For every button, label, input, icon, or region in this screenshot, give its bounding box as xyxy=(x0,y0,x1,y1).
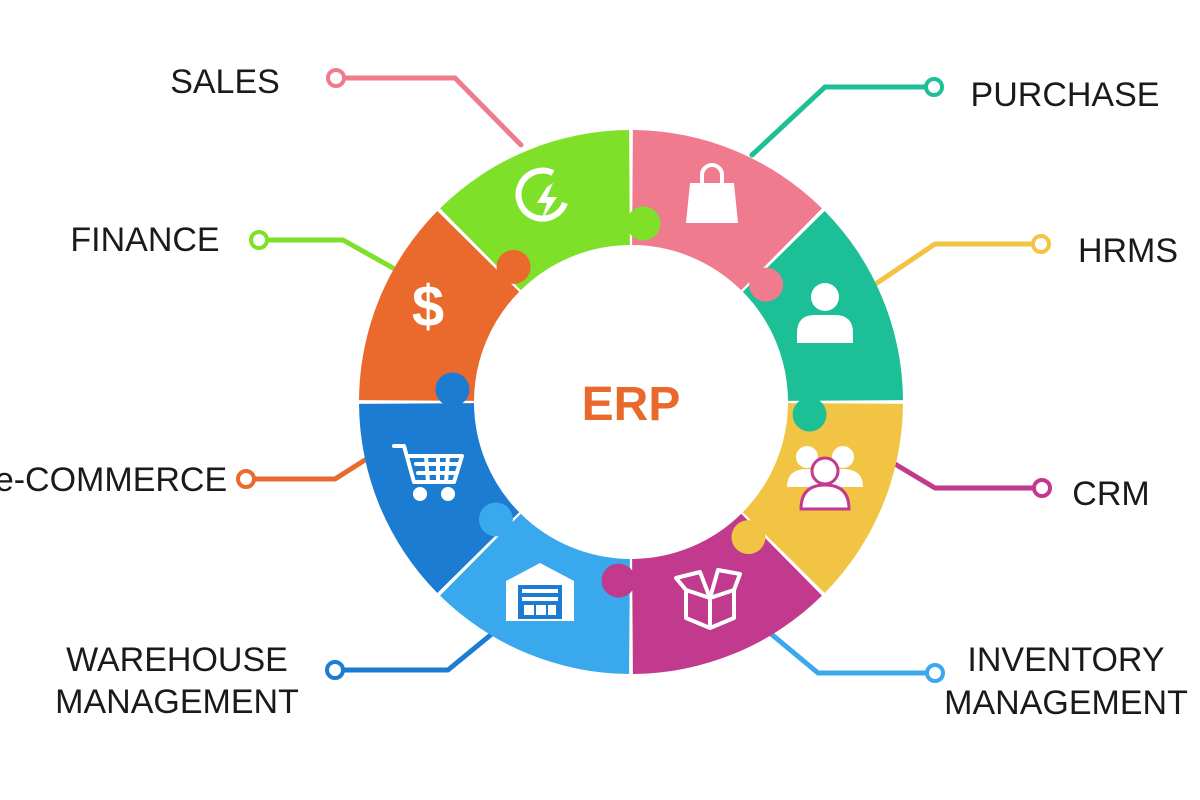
label-inventory-line2: MANAGEMENT xyxy=(944,684,1188,722)
connector-dot-ecommerce xyxy=(236,469,256,489)
connector-warehouse xyxy=(325,630,496,680)
label-ecommerce: e-COMMERCE xyxy=(0,461,227,499)
connector-sales xyxy=(326,68,524,148)
shopping-cart-icon xyxy=(392,444,464,501)
center-title: ERP xyxy=(582,378,681,431)
connectors xyxy=(236,68,1052,683)
segment-finance xyxy=(440,130,630,291)
connector-dot-finance xyxy=(249,230,269,250)
connector-line-finance xyxy=(263,237,396,271)
user-icon xyxy=(797,283,853,343)
puzzle-tab-finance xyxy=(626,206,661,241)
lightning-g-icon xyxy=(515,167,568,222)
label-warehouse-line2: MANAGEMENT xyxy=(55,683,299,721)
connector-purchase xyxy=(749,77,944,158)
connector-crm xyxy=(892,461,1052,498)
label-crm: CRM xyxy=(1072,475,1149,513)
puzzle-tab-warehouse xyxy=(435,372,470,407)
puzzle-tab-sales xyxy=(749,267,784,302)
segment-warehouse xyxy=(359,403,520,593)
connector-hrms xyxy=(874,234,1051,286)
label-hrms: HRMS xyxy=(1078,232,1178,270)
puzzle-tab-ecommerce xyxy=(496,249,531,284)
connector-line-hrms xyxy=(874,241,1037,286)
puzzle-tab-crm xyxy=(601,563,636,598)
connector-dot-crm xyxy=(1032,478,1052,498)
connector-finance xyxy=(249,230,396,271)
connector-line-warehouse xyxy=(339,630,496,673)
label-sales: SALES xyxy=(170,63,280,101)
segment-icons: $ xyxy=(392,163,863,630)
puzzle-tab-hrms xyxy=(731,520,766,555)
connector-dot-purchase xyxy=(924,77,944,97)
shopping-bag-icon xyxy=(686,163,738,223)
connector-ecommerce xyxy=(236,457,368,489)
connector-dot-inventory xyxy=(925,663,945,683)
group-users-icon xyxy=(787,446,863,511)
svg-text:$: $ xyxy=(412,274,444,339)
connector-line-crm xyxy=(892,461,1038,491)
connector-line-inventory xyxy=(767,630,931,676)
connector-line-purchase xyxy=(749,84,930,158)
puzzle-tab-purchase xyxy=(792,397,827,432)
connector-line-ecommerce xyxy=(250,457,368,482)
module-labels: SALES PURCHASE HRMS CRM INVENTORY MANAGE… xyxy=(0,63,1188,722)
connector-line-sales xyxy=(340,75,524,148)
label-finance: FINANCE xyxy=(70,221,219,259)
connector-dot-sales xyxy=(326,68,346,88)
puzzle-tabs xyxy=(435,206,827,598)
label-warehouse-line1: WAREHOUSE xyxy=(66,641,288,679)
connector-inventory xyxy=(767,630,945,683)
warehouse-icon xyxy=(506,563,574,621)
label-inventory-line1: INVENTORY xyxy=(967,641,1164,679)
puzzle-tab-inventory xyxy=(478,502,513,537)
segment-ecommerce xyxy=(359,211,520,401)
connector-dot-hrms xyxy=(1031,234,1051,254)
connector-dot-warehouse xyxy=(325,660,345,680)
open-box-icon xyxy=(674,568,742,630)
label-purchase: PURCHASE xyxy=(971,76,1160,114)
dollar-icon: $ xyxy=(412,274,444,339)
